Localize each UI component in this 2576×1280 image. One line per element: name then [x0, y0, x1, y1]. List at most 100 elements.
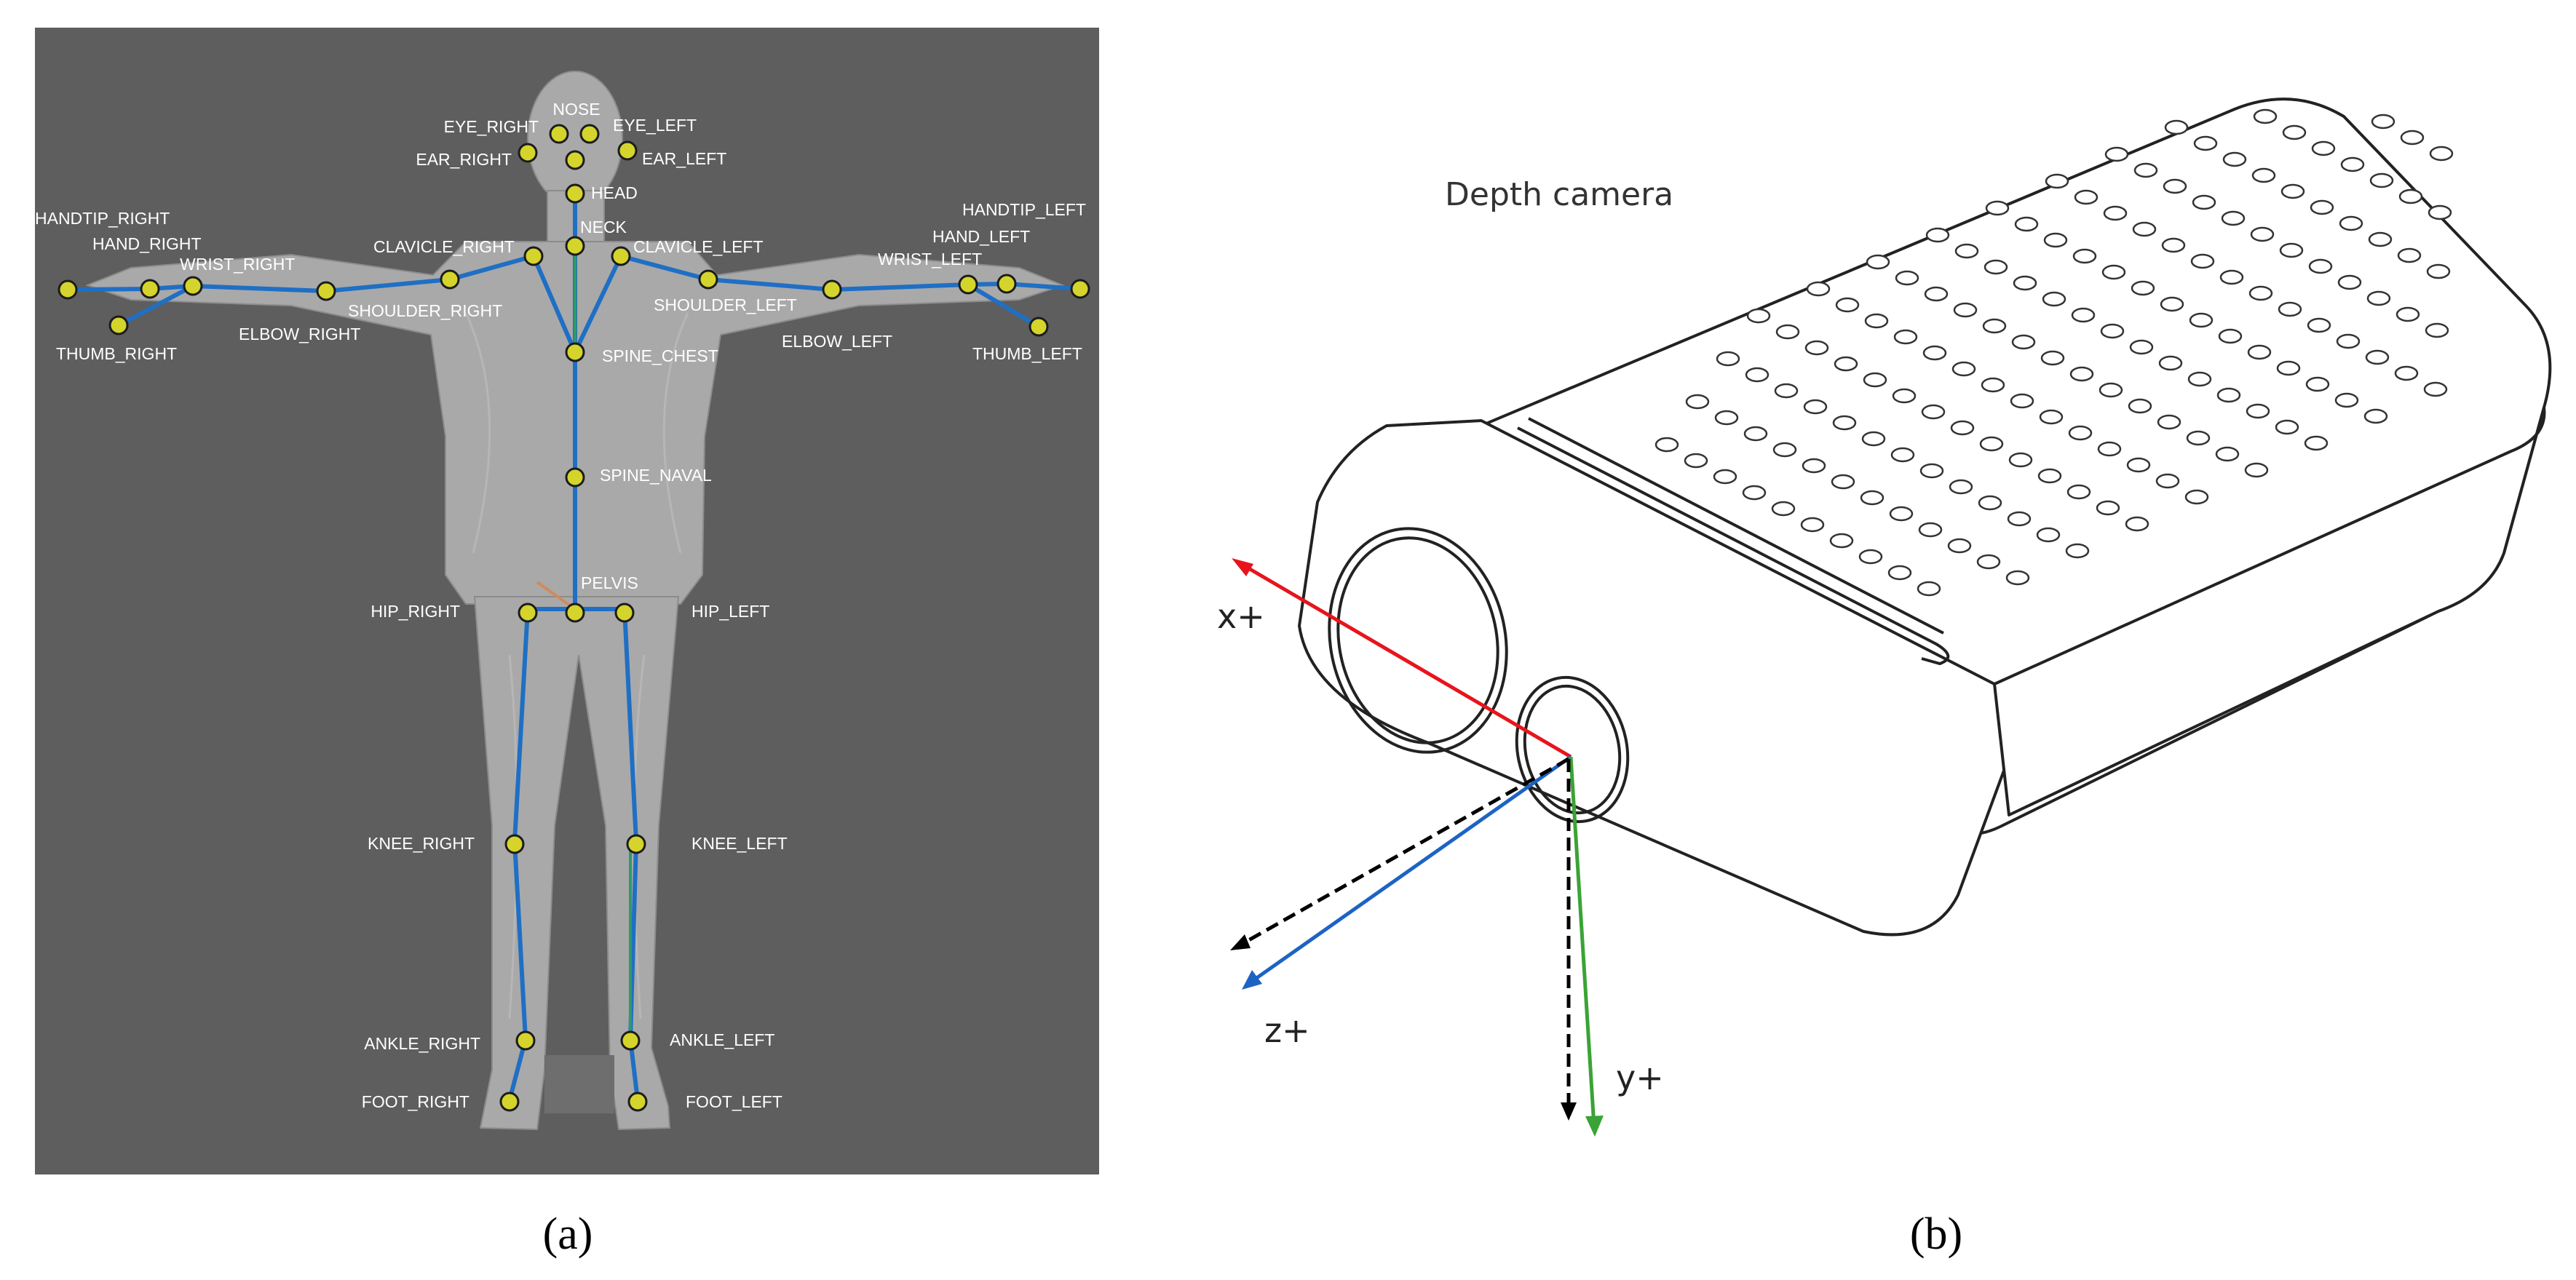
vent-hole [2186, 430, 2211, 446]
vent-hole [1831, 474, 1855, 490]
vent-hole [1893, 329, 1918, 345]
y-axis-arrowhead [1585, 1116, 1604, 1137]
vent-hole [2190, 253, 2215, 269]
caption-b: (b) [1910, 1209, 1962, 1259]
vent-hole [1802, 458, 1826, 474]
vent-hole [1774, 383, 1799, 399]
vent-hole [2369, 172, 2394, 188]
label-spine-chest: SPINE_CHEST [602, 346, 718, 365]
z-axis-arrowhead [1242, 970, 1262, 990]
vent-hole [2246, 403, 2270, 419]
vent-hole [1746, 308, 1771, 324]
small-lens-outer [1515, 675, 1630, 824]
joint-spine-naval [565, 467, 585, 488]
label-foot-right: FOOT_RIGHT [362, 1092, 469, 1111]
label-clavicle-left: CLAVICLE_LEFT [633, 237, 764, 256]
joint-elbow-right [316, 281, 336, 301]
vent-hole [2069, 366, 2094, 382]
camera-title: Depth camera [1445, 176, 1673, 213]
vent-hole [1772, 442, 1797, 458]
vent-hole [1832, 415, 1857, 431]
vent-hole [1803, 399, 1828, 415]
vent-hole [2045, 173, 2069, 189]
label-head: HEAD [591, 183, 638, 202]
label-clavicle-right: CLAVICLE_RIGHT [373, 237, 515, 256]
vent-hole [2189, 312, 2214, 328]
large-lens-outer [1328, 527, 1508, 754]
coordinate-axes [1230, 558, 1604, 1137]
vent-hole [2011, 334, 2036, 350]
vent-hole [2400, 130, 2425, 146]
vent-hole [2184, 489, 2209, 505]
joint-foot-right [499, 1092, 520, 1112]
label-ankle-right: ANKLE_RIGHT [364, 1034, 480, 1053]
vent-hole [2101, 264, 2126, 280]
vent-hole [2131, 280, 2155, 296]
vent-hole [2397, 247, 2422, 263]
label-ankle-left: ANKLE_LEFT [670, 1030, 774, 1049]
label-ear-left: EAR_LEFT [642, 149, 726, 168]
camera-groove [1517, 417, 1950, 666]
label-nose: NOSE [552, 100, 600, 119]
vent-hole [2125, 516, 2149, 532]
vent-hole [1771, 501, 1796, 517]
vent-hole [2126, 457, 2151, 473]
vent-hole [2192, 194, 2216, 210]
vent-hole [1892, 388, 1917, 404]
vent-hole [2103, 205, 2128, 221]
vent-hole [2164, 119, 2189, 135]
z-dashed-arrowhead [1230, 934, 1251, 950]
vent-hole [1890, 447, 1915, 463]
vent-hole [2276, 360, 2301, 376]
joint-elbow-left [822, 279, 842, 300]
vent-hole [1951, 361, 1976, 377]
vent-hole [2282, 124, 2307, 140]
vent-hole [1834, 356, 1858, 372]
label-hip-left: HIP_LEFT [691, 602, 769, 621]
label-thumb-left: THUMB_LEFT [972, 344, 1082, 363]
vent-hole [2040, 350, 2065, 366]
z-axis-label: z+ [1264, 1011, 1310, 1050]
vent-hole [1976, 554, 2001, 570]
depth-camera [1298, 98, 2552, 937]
vent-hole [2100, 323, 2125, 339]
vent-hole [1922, 345, 1947, 361]
vent-hole [1925, 227, 1950, 243]
label-eye-right: EYE_RIGHT [444, 117, 539, 136]
y-axis-label: y+ [1616, 1058, 1664, 1097]
foot-pads [544, 1055, 614, 1113]
joint-shoulder-right [440, 269, 460, 290]
vent-hole [1866, 254, 1890, 270]
label-handtip-right: HANDTIP_RIGHT [35, 209, 170, 228]
vent-hole [2304, 435, 2329, 451]
vent-hole [2280, 183, 2305, 199]
vent-hole [1954, 243, 1979, 259]
label-hip-right: HIP_RIGHT [370, 602, 460, 621]
camera-lenses [1328, 527, 1630, 824]
joint-ankle-right [515, 1030, 536, 1051]
camera-front-face [1298, 419, 2019, 937]
vent-hole [2161, 237, 2186, 253]
vent-hole [2155, 473, 2180, 489]
vent-hole [2398, 188, 2423, 204]
joint-ear-left [617, 140, 638, 161]
vent-hole [1983, 259, 2008, 275]
vent-hole [2218, 328, 2243, 344]
z-axis-arrow [1247, 755, 1572, 986]
joint-wrist-right [183, 276, 203, 296]
joint-hand-right [140, 279, 160, 299]
joint-foot-left [627, 1092, 648, 1112]
skeleton-bones-secondary [536, 246, 632, 1039]
vent-hole [2042, 291, 2066, 307]
skeleton-joints [58, 124, 1090, 1112]
label-shoulder-left: SHOULDER_LEFT [654, 295, 797, 314]
vent-hole [2395, 306, 2420, 322]
vent-hole [2279, 242, 2304, 258]
vent-hole [1684, 453, 1708, 469]
joint-clavicle-left [611, 246, 631, 266]
vent-hole [2363, 408, 2388, 424]
vent-hole [2160, 296, 2184, 312]
vent-hole [2310, 199, 2334, 215]
vent-hole [2010, 393, 2034, 409]
